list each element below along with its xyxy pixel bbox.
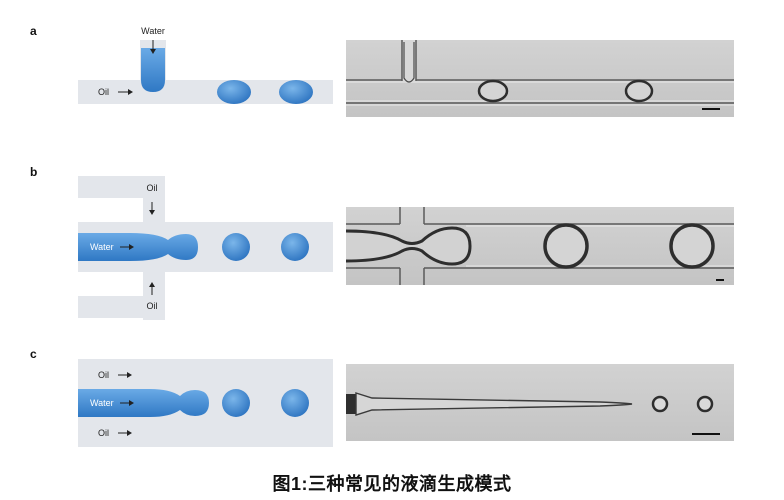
water-stream xyxy=(78,389,209,417)
water-plug xyxy=(141,48,165,92)
droplet xyxy=(281,389,309,417)
droplet-image xyxy=(651,395,669,413)
water-stream xyxy=(78,233,198,261)
oil-top-label: Oil xyxy=(98,370,109,380)
droplet xyxy=(217,80,251,104)
arrow-right-icon xyxy=(128,89,133,95)
oil-top-label: Oil xyxy=(147,183,158,193)
panel-a-letter: a xyxy=(30,24,37,38)
droplet-image xyxy=(477,79,509,103)
panel-c-schematic: Oil Water Oil xyxy=(78,359,333,447)
panel-a-schematic: Water Oil xyxy=(78,26,333,104)
droplet xyxy=(281,233,309,261)
droplet xyxy=(222,389,250,417)
droplet-image xyxy=(669,223,715,269)
droplet xyxy=(222,233,250,261)
arrow-right-icon xyxy=(127,372,132,378)
water-label: Water xyxy=(90,398,114,408)
droplet-image xyxy=(696,395,714,413)
panel-b-micrograph xyxy=(345,207,734,285)
panel-c-micrograph xyxy=(346,364,734,441)
figure-caption: 图1:三种常见的液滴生成模式 xyxy=(272,474,512,494)
panel-c-letter: c xyxy=(30,347,37,361)
arrow-down-icon xyxy=(150,49,156,54)
panel-a-micrograph xyxy=(346,40,734,117)
droplet-image xyxy=(543,223,589,269)
arrow-right-icon xyxy=(127,430,132,436)
panel-b-schematic: Oil Water Oil xyxy=(78,176,333,320)
arrow-right-icon xyxy=(129,244,134,250)
oil-bottom-label: Oil xyxy=(98,428,109,438)
water-label: Water xyxy=(141,26,165,36)
droplet xyxy=(279,80,313,104)
arrow-right-icon xyxy=(129,400,134,406)
arrow-up-icon xyxy=(149,282,155,287)
arrow-down-icon xyxy=(149,210,155,215)
oil-bottom-label: Oil xyxy=(147,301,158,311)
panel-b-letter: b xyxy=(30,165,38,179)
droplet-image xyxy=(624,79,654,103)
water-label: Water xyxy=(90,242,114,252)
oil-label: Oil xyxy=(98,87,109,97)
